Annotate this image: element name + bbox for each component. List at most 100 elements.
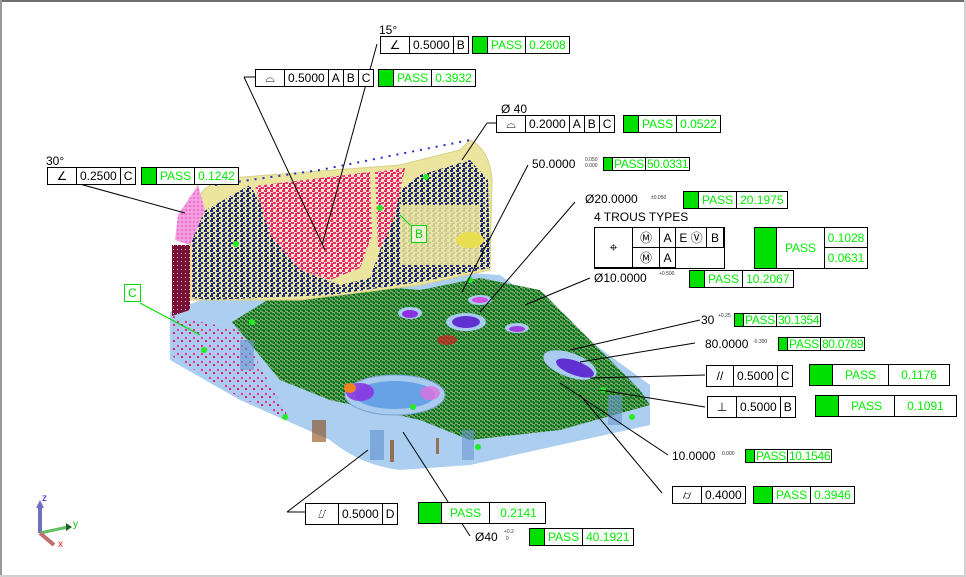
result-dim-30[interactable]: PASS 30.1354 — [734, 313, 822, 327]
result-total-runout[interactable]: PASS 0.2141 — [418, 502, 546, 524]
viewport-left-border — [0, 0, 2, 577]
result-profile-surface-abc[interactable]: PASS 0.3932 — [378, 69, 476, 87]
fcf-profile-surface-d40[interactable]: ⌓ 0.2000 A B C — [496, 115, 616, 133]
angularity-icon: ∠ — [48, 168, 77, 184]
hole-20-points — [452, 316, 480, 328]
result-angularity-15[interactable]: PASS 0.2608 — [472, 36, 570, 54]
pass-swatch — [779, 338, 788, 350]
dim-d10-tol: +0.500 — [659, 271, 675, 277]
pass-swatch — [735, 314, 744, 326]
datum-c-leader — [139, 302, 201, 336]
axis-z-label: z — [42, 493, 47, 504]
viewport-bottom-border — [0, 575, 966, 577]
datum: C — [780, 369, 790, 383]
status: PASS — [157, 168, 196, 184]
dim-d20-nominal: Ø20.0000 — [585, 192, 638, 206]
cylinder-pin — [456, 232, 484, 248]
fcf-cylindricity[interactable]: ⌭ 0.4000 — [672, 486, 746, 504]
status: PASS — [614, 157, 646, 171]
measured: 0.2608 — [529, 38, 566, 52]
status: PASS — [442, 503, 491, 523]
fcf-position-4-holes[interactable]: ⌖ Ⓜ A E Ⓥ B Ⓜ A — [594, 227, 725, 269]
angled-face-points — [175, 185, 205, 245]
fcf-total-runout[interactable]: ⌰ 0.5000 D — [305, 503, 399, 525]
viewport-top-border — [0, 0, 966, 2]
position-group-title: 4 TROUS TYPES — [594, 210, 689, 224]
pass-swatch — [530, 529, 545, 545]
status: PASS — [545, 529, 584, 545]
bore-points-pink — [420, 386, 440, 400]
datum-e: E Ⓥ — [676, 228, 707, 248]
fcf-perpendicularity[interactable]: ⊥ 0.5000 B — [707, 396, 796, 418]
fcf-parallelism[interactable]: // 0.5000 C — [706, 365, 794, 387]
axis-triad — [36, 500, 72, 547]
status: PASS — [394, 70, 433, 86]
result-perpendicularity[interactable]: PASS 0.1091 — [815, 395, 957, 417]
result-dim-d10[interactable]: PASS 10.2067 — [689, 270, 794, 288]
datum: C — [123, 169, 133, 183]
result-dim-d40[interactable]: PASS 40.1921 — [529, 528, 634, 546]
result-dim-d20[interactable]: PASS 20.1975 — [683, 191, 788, 209]
result-parallelism[interactable]: PASS 0.1176 — [809, 364, 950, 386]
datum-c: C — [361, 71, 371, 85]
fcf-angularity-30[interactable]: ∠ 0.2500 C — [47, 167, 137, 185]
datum-b-label: B — [411, 225, 428, 243]
perpendicularity-icon: ⊥ — [708, 397, 737, 417]
brown-points-3 — [436, 438, 439, 454]
tolerance: 0.2500 — [77, 168, 121, 184]
tolerance: 0.2000 — [526, 116, 570, 132]
maroon-face-points — [172, 245, 190, 316]
status: PASS — [699, 192, 738, 208]
result-profile-surface-d40[interactable]: PASS 0.0522 — [623, 115, 721, 133]
measured: 30.1354 — [777, 313, 820, 327]
pass-swatch — [473, 37, 488, 53]
result-dim-10[interactable]: PASS 10.1546 — [745, 449, 833, 463]
position-icon: ⌖ — [595, 228, 633, 268]
brown-points-2 — [390, 440, 394, 462]
datum-c: C — [602, 117, 612, 131]
result-position-4-holes[interactable]: PASS 0.1028 0.0631 — [754, 227, 868, 269]
dim-d10-nominal: Ø10.0000 — [594, 271, 647, 285]
angle-30-label: 30° — [46, 154, 65, 168]
parallelism-icon: // — [707, 366, 734, 386]
status: PASS — [488, 37, 527, 53]
slot-80-points — [556, 358, 594, 378]
profile-of-surface-icon: ⌓ — [256, 70, 285, 86]
dim-d20-tol: ±0.050 — [651, 195, 667, 201]
measured: 0.2141 — [500, 506, 537, 520]
mmc-modifier: Ⓜ — [633, 228, 660, 248]
fcf-profile-surface-abc[interactable]: ⌓ 0.5000 A B C — [255, 69, 375, 87]
axis-x-label: x — [58, 539, 63, 550]
measured: 0.1091 — [907, 399, 944, 413]
result-dim-50[interactable]: PASS 50.0331 — [603, 157, 691, 171]
status: PASS — [639, 116, 678, 132]
datum: D — [385, 507, 395, 521]
datum-a: A — [329, 70, 344, 86]
measured: 0.3932 — [435, 71, 472, 85]
datum-b-leader — [399, 214, 411, 226]
measured-2: 0.0631 — [827, 251, 865, 265]
measured: 0.3946 — [814, 488, 851, 502]
result-angularity-30[interactable]: PASS 0.1242 — [141, 167, 239, 185]
leg-3 — [608, 395, 622, 425]
small-hole-2-points — [472, 297, 488, 303]
pass-swatch — [604, 158, 613, 170]
measured: 0.1176 — [901, 368, 937, 382]
tolerance: 0.5000 — [285, 70, 329, 86]
tolerance: 0.5000 — [410, 37, 454, 53]
result-dim-80[interactable]: PASS 80.0789 — [778, 337, 866, 351]
pass-swatch — [379, 70, 394, 86]
pass-swatch — [754, 487, 773, 503]
tolerance: 0.5000 — [734, 366, 778, 386]
leg-2 — [462, 430, 474, 460]
pass-swatch — [746, 450, 755, 462]
hole-red-points — [437, 335, 457, 345]
pass-swatch — [755, 228, 777, 268]
pass-swatch — [419, 503, 442, 523]
fcf-angularity-15[interactable]: ∠ 0.5000 B — [380, 36, 469, 54]
side-face-points — [172, 316, 290, 420]
empty-cell — [676, 248, 724, 268]
status: PASS — [833, 365, 890, 385]
result-cylindricity[interactable]: PASS 0.3946 — [753, 486, 855, 504]
